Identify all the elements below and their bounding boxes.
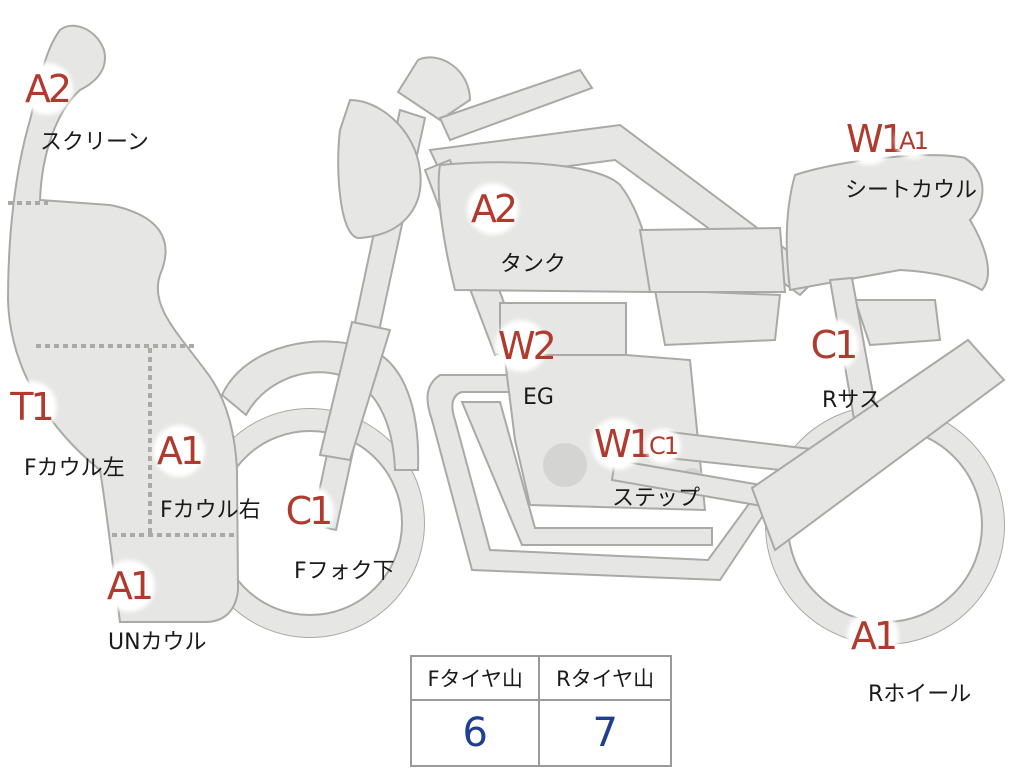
- r-wheel-label: Rホイール: [868, 682, 972, 707]
- seat-cowl-label: シートカウル: [845, 178, 978, 203]
- exhaust: [460, 401, 713, 546]
- seat-cowl-damage-badge: W1: [846, 116, 905, 162]
- f-fork-lower-label: Fフォク下: [294, 559, 395, 584]
- screen-damage-badge: A2: [24, 66, 72, 112]
- rear-tire-header: Rタイヤ山: [538, 655, 672, 701]
- seat: [638, 226, 787, 293]
- front-tire-header: Fタイヤ山: [409, 655, 541, 701]
- chain-guard: [750, 338, 1006, 552]
- tank-label: タンク: [500, 252, 567, 277]
- engine-cover: [543, 443, 587, 487]
- r-suspension-label: Rサス: [822, 388, 881, 413]
- seat-cowl-damage-badge-2: A1: [898, 126, 929, 156]
- fairing: [6, 24, 240, 623]
- seat-cowl: [785, 154, 989, 292]
- rear-tire-value: 7: [538, 699, 672, 767]
- f-cowl-right-label: Fカウル右: [160, 498, 261, 523]
- under-cowl-damage-badge: A1: [106, 563, 154, 609]
- frame-loop: [426, 374, 782, 582]
- front-tire-value: 6: [409, 699, 541, 767]
- r-suspension-damage-badge: C1: [810, 322, 858, 368]
- under-cowl-label: UNカウル: [108, 630, 207, 655]
- tank-damage-badge: A2: [470, 186, 518, 232]
- handlebar-grip: [396, 56, 472, 122]
- f-cowl-left-damage-badge: T1: [8, 384, 55, 430]
- step-damage-badge: W1: [594, 421, 653, 467]
- screen-label: スクリーン: [40, 130, 149, 155]
- f-cowl-right-damage-badge: A1: [156, 428, 204, 474]
- step-label: ステップ: [612, 486, 701, 511]
- engine-damage-badge: W2: [498, 323, 557, 369]
- rear-fender: [853, 299, 942, 347]
- fork-slider: [318, 320, 392, 462]
- engine-label: EG: [523, 385, 554, 410]
- tire-tread-table: Fタイヤ山 Rタイヤ山 6 7: [409, 655, 672, 767]
- step-damage-badge-2: C1: [648, 431, 679, 461]
- f-cowl-left-label: Fカウル左: [24, 456, 125, 481]
- f-fork-lower-damage-badge: C1: [285, 488, 333, 534]
- headlight-cowl: [337, 98, 422, 240]
- side-panel: [653, 288, 782, 347]
- r-wheel-damage-badge: A1: [850, 613, 898, 659]
- handlebar: [438, 68, 594, 142]
